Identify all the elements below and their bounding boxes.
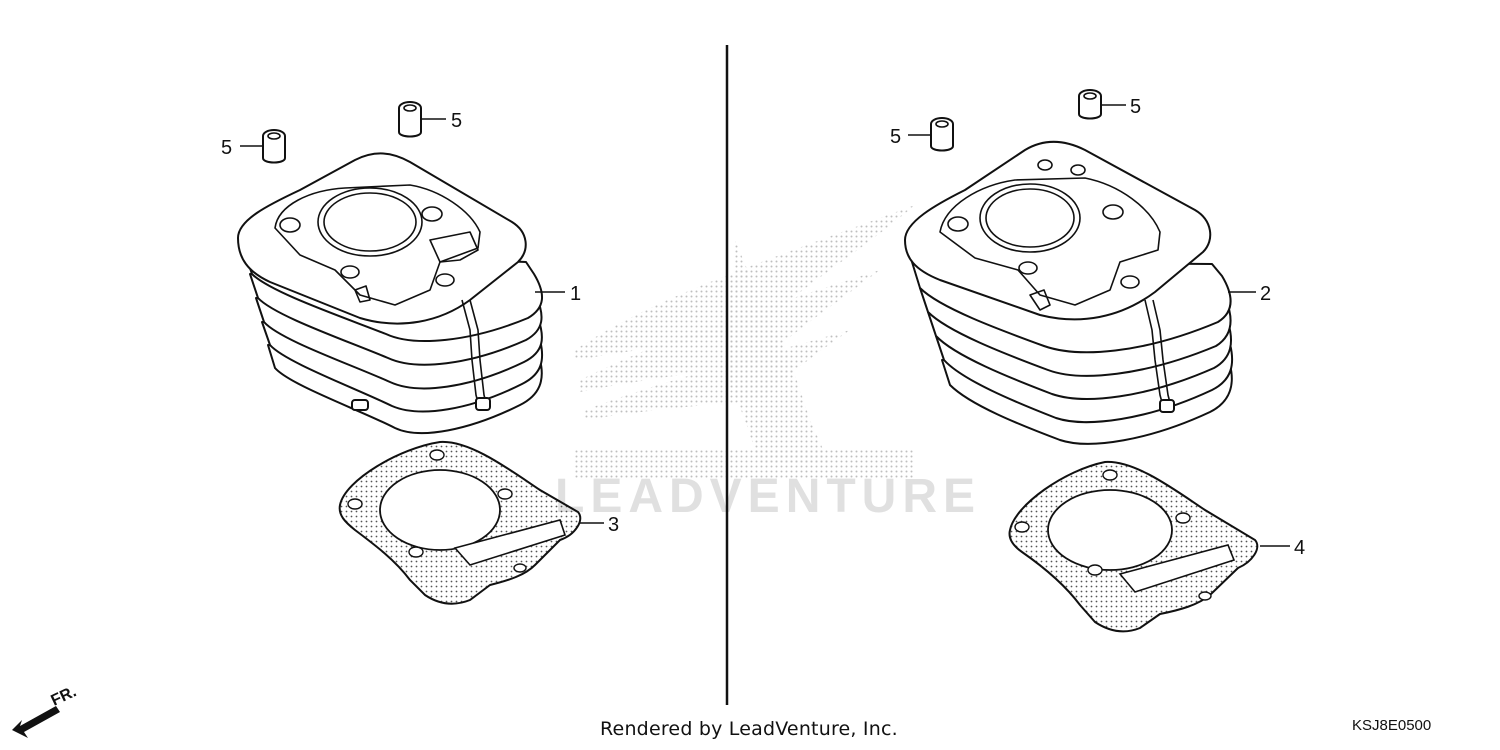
dowel-pin-right-b[interactable] [1078,89,1102,120]
svg-text:2: 2 [1260,283,1271,305]
callout-part-4: 4 [1260,537,1305,559]
dowel-pin-right-a[interactable] [930,117,954,152]
svg-text:5: 5 [221,137,232,159]
diagram-code: KSJ8E0500 [1352,717,1432,734]
watermark-logo [575,205,915,480]
cylinder-left[interactable] [237,152,544,434]
callout-part-2: 2 [1228,283,1271,305]
front-direction-arrow-icon: FR. [12,683,79,738]
watermark-text: LEADVENTURE [555,470,981,523]
gasket-right[interactable] [1008,460,1259,633]
svg-text:1: 1 [570,283,581,305]
callout-part-3: 3 [580,514,619,536]
cylinder-right[interactable] [904,140,1234,445]
callout-right-dowel-b: 5 [1102,96,1141,118]
svg-text:5: 5 [451,110,462,132]
svg-text:3: 3 [608,514,619,536]
svg-text:4: 4 [1294,537,1305,559]
callout-right-dowel-a: 5 [890,126,930,148]
dowel-pin-left-b[interactable] [398,101,422,138]
callout-part-1: 1 [535,283,581,305]
svg-text:5: 5 [1130,96,1141,118]
svg-text:5: 5 [890,126,901,148]
dowel-pin-left-a[interactable] [262,129,286,164]
callout-left-dowel-b: 5 [422,110,462,132]
render-credit: Rendered by LeadVenture, Inc. [600,718,898,740]
front-direction-label: FR. [49,683,80,709]
gasket-left[interactable] [338,440,582,605]
callout-left-dowel-a: 5 [221,137,262,159]
